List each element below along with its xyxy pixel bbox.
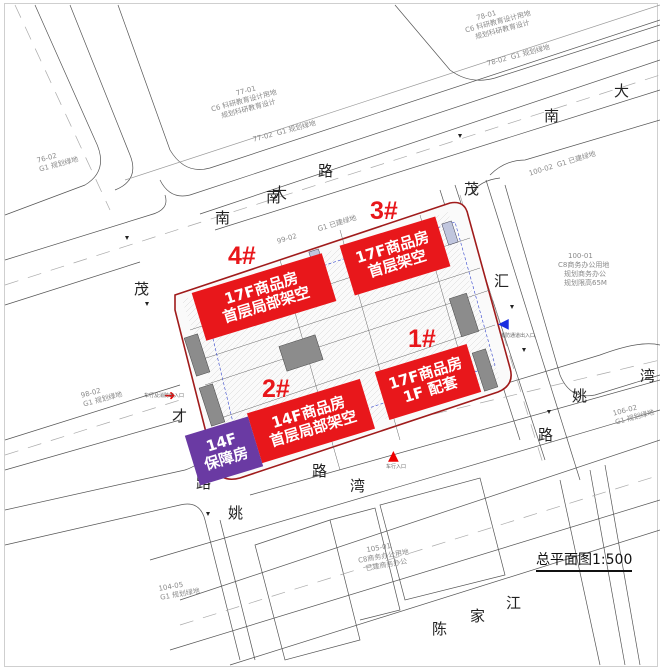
south-entrance-label: 车行入口: [386, 464, 407, 470]
road-label-jia: 家: [470, 607, 486, 625]
west-entrance-label: 车行及消防出入口: [144, 393, 185, 399]
west-entrance-arrow-icon: ➜: [164, 388, 176, 404]
south-entrance-arrow-icon: ▲: [388, 448, 399, 464]
building-number-4: 4#: [228, 242, 256, 270]
road-label-jiang: 江: [506, 594, 522, 612]
road-label-nan: 南: [266, 188, 282, 206]
road-label-chen: 陈: [432, 620, 448, 638]
road-label-lu: 路: [318, 162, 334, 180]
east-entrance-arrow-icon: ◀: [498, 316, 509, 332]
road-label-da-upper: 大: [614, 82, 630, 100]
road-label-wan-right: 湾: [640, 367, 656, 385]
road-label-wan: 湾: [350, 477, 366, 495]
building-number-3: 3#: [370, 197, 398, 225]
east-entrance-label: 消防通道出入口: [500, 333, 536, 339]
road-label-da: 大: [272, 184, 288, 202]
road-label-hui: 汇: [494, 272, 510, 290]
road-label-yao-left: 姚: [228, 504, 244, 522]
building-number-1: 1#: [408, 325, 436, 353]
road-label-mao-left: 茂: [134, 280, 150, 298]
road-label-nan-2: 南: [215, 209, 231, 227]
drawing-title: 总平面图1:500: [536, 549, 633, 572]
building-number-2: 2#: [262, 375, 290, 403]
parcel-100-01: 100-01 C8商务办公用地 规划商务办公 规划限高65M: [558, 252, 610, 287]
road-label-yao-right: 姚: [572, 387, 588, 405]
road-label-nan-upper: 南: [544, 107, 560, 125]
road-label-cai: 才: [172, 407, 188, 425]
road-label-lu-bottom: 路: [312, 462, 328, 480]
road-label-mao: 茂: [464, 180, 480, 198]
road-label-lu-right: 路: [538, 426, 554, 444]
